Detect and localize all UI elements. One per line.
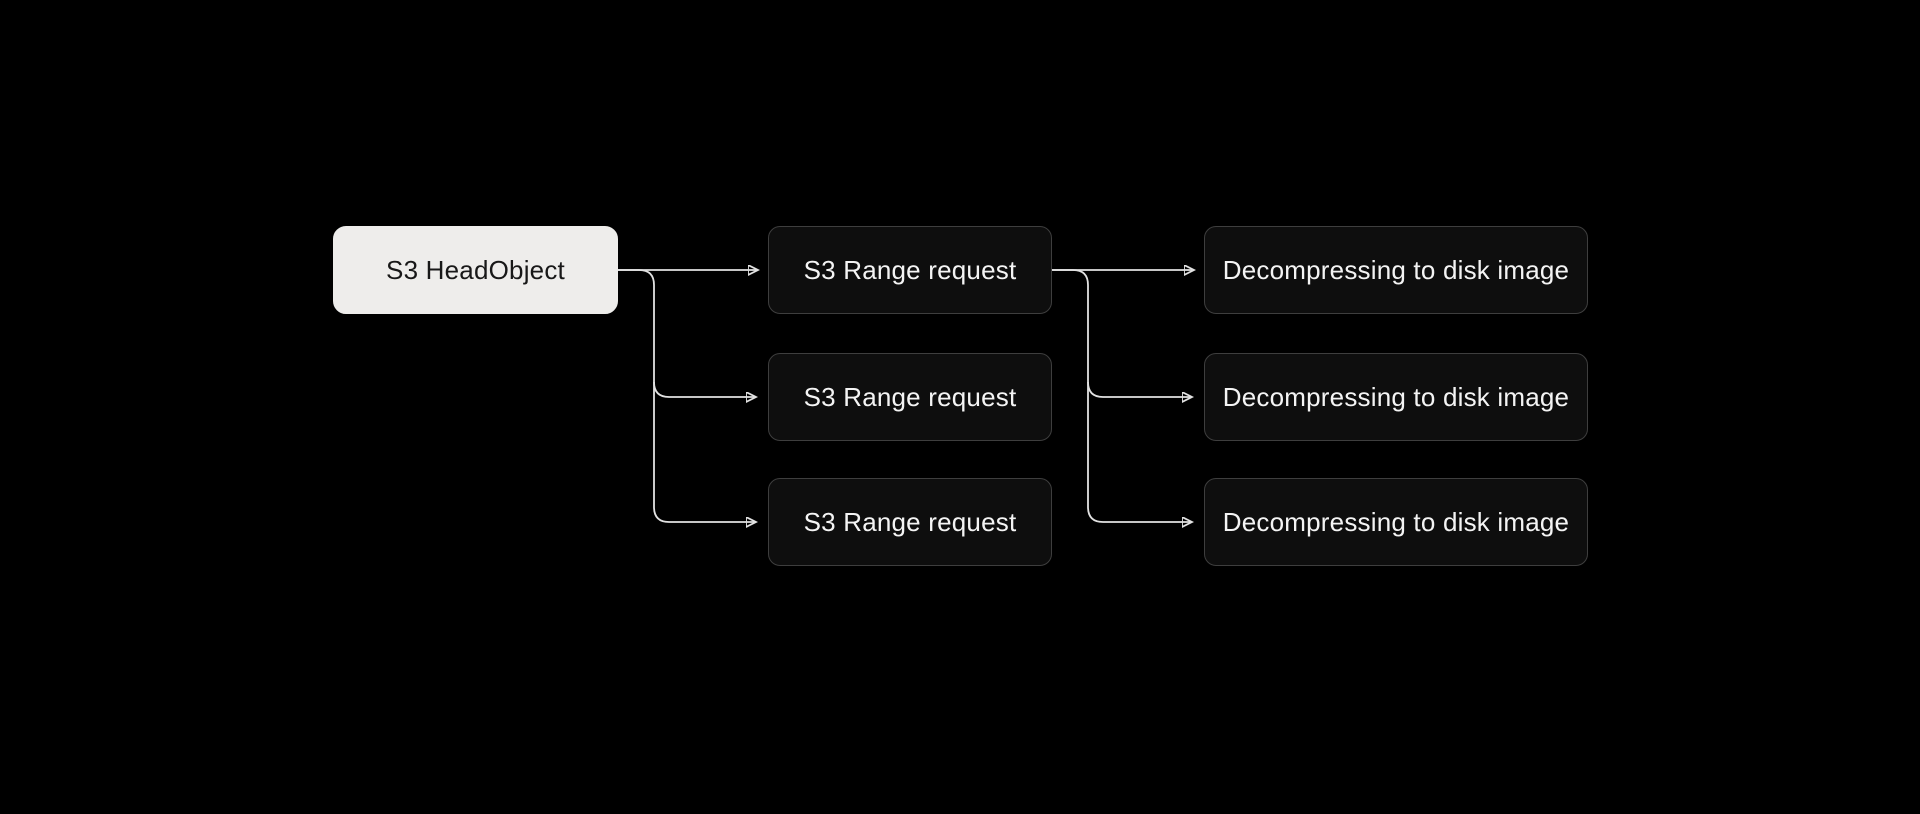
connector-range1-to-out-3 [1052, 269, 1191, 522]
node-s3-range-request-2: S3 Range request [768, 353, 1052, 441]
node-s3-range-request-1-label: S3 Range request [803, 255, 1017, 285]
node-decompressing-2: Decompressing to disk image [1204, 353, 1588, 441]
node-decompressing-3: Decompressing to disk image [1204, 478, 1588, 566]
node-decompressing-2-label: Decompressing to disk image [1222, 382, 1570, 412]
connector-head-to-range-3 [618, 269, 755, 522]
node-s3-headobject-label: S3 HeadObject [386, 255, 565, 285]
node-decompressing-1-label: Decompressing to disk image [1222, 255, 1570, 285]
node-s3-range-request-3-label: S3 Range request [803, 507, 1017, 537]
node-s3-range-request-2-label: S3 Range request [803, 382, 1017, 412]
node-decompressing-3-label: Decompressing to disk image [1222, 507, 1570, 537]
node-decompressing-1: Decompressing to disk image [1204, 226, 1588, 314]
connector-head-to-range-2 [653, 381, 755, 397]
connector-range1-to-out-2 [1087, 381, 1191, 397]
node-s3-range-request-3: S3 Range request [768, 478, 1052, 566]
node-s3-headobject: S3 HeadObject [333, 226, 618, 314]
node-s3-range-request-1: S3 Range request [768, 226, 1052, 314]
